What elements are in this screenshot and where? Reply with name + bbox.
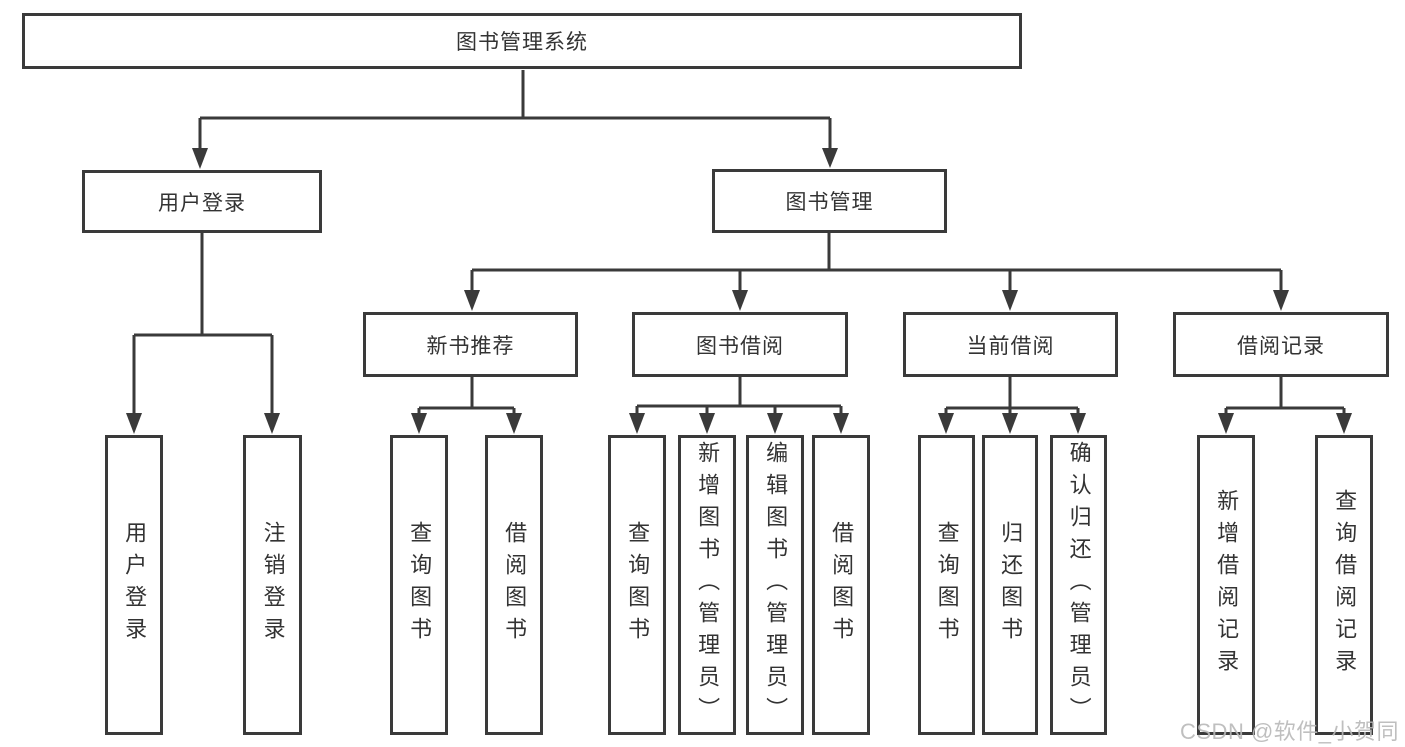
node-new-book-recommend: 新书推荐: [363, 312, 578, 377]
node-book-borrow: 图书借阅: [632, 312, 848, 377]
leaf-logout-login-label: 注销登录: [260, 521, 286, 649]
arrowhead-bb-borrow: [833, 413, 849, 434]
arrowhead-nbr-borrow: [506, 413, 522, 434]
leaf-bb-query-books-label: 查询图书: [625, 521, 651, 649]
leaf-bb-edit-books-admin: 编辑图书（管理员）: [746, 435, 804, 735]
arrowhead-leaf-user-login: [126, 413, 142, 434]
arrowhead-leaf-logout: [264, 413, 280, 434]
arrowhead-book-management: [822, 148, 838, 168]
leaf-bb-query-books: 查询图书: [608, 435, 666, 735]
leaf-cb-confirm-return-admin-label: 确认归还（管理员）: [1066, 441, 1092, 729]
leaf-cb-return-books: 归还图书: [982, 435, 1038, 735]
leaf-nbr-borrow-books-label: 借阅图书: [502, 521, 528, 649]
connector-root-to-level1: [192, 70, 838, 169]
arrowhead-cb-query: [938, 413, 954, 434]
arrowhead-borrow-records: [1273, 290, 1289, 311]
connector-book-borrow-to-leaves: [629, 377, 849, 434]
arrowhead-bb-query: [629, 413, 645, 434]
node-book-management: 图书管理: [712, 169, 947, 233]
leaf-bb-add-books-admin-label: 新增图书（管理员）: [695, 441, 721, 729]
arrowhead-nbr-query: [411, 413, 427, 434]
watermark: CSDN @软件_小贺同学: [1180, 719, 1400, 744]
arrowhead-new-book-recommend: [464, 290, 480, 311]
leaf-cb-return-books-label: 归还图书: [998, 521, 1024, 649]
leaf-bb-borrow-books-label: 借阅图书: [829, 521, 855, 649]
leaf-br-add-record: 新增借阅记录: [1197, 435, 1255, 735]
connector-user-login-to-leaves: [126, 233, 280, 434]
arrowhead-user-login: [192, 148, 208, 169]
leaf-cb-query-books-label: 查询图书: [934, 521, 960, 649]
leaf-nbr-borrow-books: 借阅图书: [485, 435, 543, 735]
arrowhead-bb-edit: [767, 413, 783, 434]
arrowhead-br-query: [1336, 413, 1352, 434]
node-user-login: 用户登录: [82, 170, 322, 233]
leaf-nbr-query-books-label: 查询图书: [407, 521, 433, 649]
connector-new-book-recommend-to-leaves: [411, 377, 522, 434]
node-root: 图书管理系统: [22, 13, 1022, 69]
leaf-cb-confirm-return-admin: 确认归还（管理员）: [1050, 435, 1107, 735]
leaf-bb-borrow-books: 借阅图书: [812, 435, 870, 735]
arrowhead-current-borrow: [1002, 290, 1018, 311]
leaf-nbr-query-books: 查询图书: [390, 435, 448, 735]
leaf-logout-login: 注销登录: [243, 435, 302, 735]
leaf-br-add-record-label: 新增借阅记录: [1214, 489, 1240, 681]
connector-current-borrow-to-leaves: [938, 377, 1086, 434]
leaf-bb-add-books-admin: 新增图书（管理员）: [678, 435, 736, 735]
leaf-br-query-record: 查询借阅记录: [1315, 435, 1373, 735]
arrowhead-br-add: [1218, 413, 1234, 434]
leaf-cb-query-books: 查询图书: [918, 435, 975, 735]
arrowhead-book-borrow: [732, 290, 748, 311]
node-current-borrow: 当前借阅: [903, 312, 1118, 377]
leaf-user-login: 用户登录: [105, 435, 163, 735]
leaf-br-query-record-label: 查询借阅记录: [1332, 489, 1358, 681]
node-borrow-records: 借阅记录: [1173, 312, 1389, 377]
arrowhead-cb-return: [1002, 413, 1018, 434]
connector-borrow-records-to-leaves: [1218, 377, 1352, 434]
leaf-bb-edit-books-admin-label: 编辑图书（管理员）: [763, 441, 789, 729]
arrowhead-cb-confirm: [1070, 413, 1086, 434]
arrowhead-bb-add: [699, 413, 715, 434]
connector-book-management-to-level2: [464, 233, 1289, 311]
leaf-user-login-label: 用户登录: [122, 521, 148, 649]
